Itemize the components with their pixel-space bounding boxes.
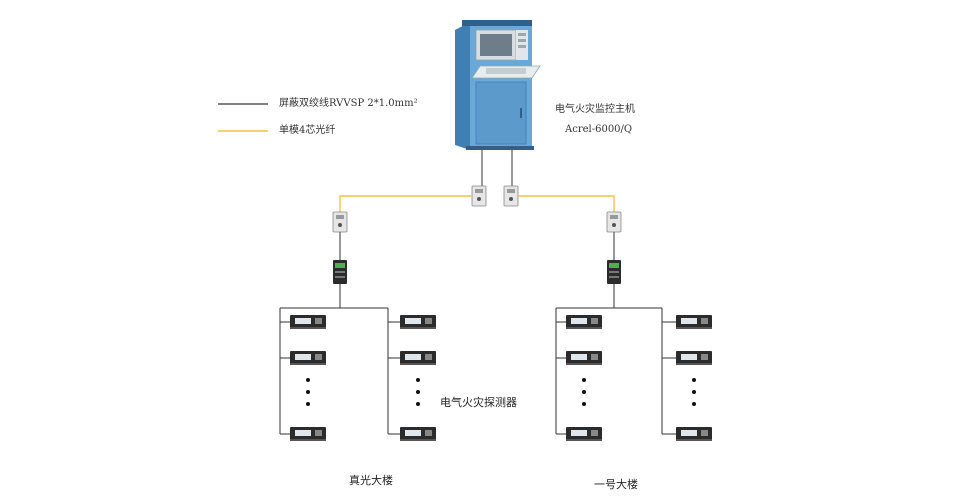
fiber-converter-icon <box>503 185 519 207</box>
ellipsis-dot <box>582 402 586 406</box>
fiber-link-left <box>339 195 472 212</box>
fiber-converter-icon <box>606 211 622 233</box>
fire-detector-icon <box>400 427 436 441</box>
fire-detector-icon <box>566 315 602 329</box>
fire-detector-icon <box>290 427 326 441</box>
ellipsis-dot <box>692 390 696 394</box>
fiber-converter-icon <box>471 185 487 207</box>
bus-wiring-left <box>279 284 400 435</box>
legend-shielded-cable-label: 屏蔽双绞线RVVSP 2*1.0mm² <box>279 98 418 109</box>
ellipsis-dot <box>306 378 310 382</box>
fire-detector-icon <box>400 315 436 329</box>
ellipsis-dot <box>306 402 310 406</box>
building-name-2: 一号大楼 <box>594 478 638 491</box>
host-name: 电气火灾监控主机 <box>555 104 635 115</box>
fiber-link-right <box>518 195 615 212</box>
ellipsis-dot <box>416 402 420 406</box>
fire-detector-icon <box>676 427 712 441</box>
ellipsis-dot <box>692 402 696 406</box>
fire-detector-icon <box>676 351 712 365</box>
fire-detector-icon <box>290 351 326 365</box>
bus-converter-icon <box>607 260 621 284</box>
building-name-1: 真光大楼 <box>349 474 393 487</box>
ellipsis-dot <box>582 390 586 394</box>
fiber-converter-icon <box>332 211 348 233</box>
detector-group <box>290 315 712 441</box>
monitoring-console-icon <box>455 20 541 150</box>
ellipsis-dot <box>306 390 310 394</box>
detector-label: 电气火灾探测器 <box>440 396 517 409</box>
host-model: Acrel-6000/Q <box>565 124 633 135</box>
fire-detector-icon <box>400 351 436 365</box>
ellipsis-dot <box>416 390 420 394</box>
ellipsis-group <box>306 378 696 406</box>
ellipsis-dot <box>416 378 420 382</box>
fire-detector-icon <box>566 427 602 441</box>
fire-detector-icon <box>566 351 602 365</box>
ellipsis-dot <box>582 378 586 382</box>
fire-detector-icon <box>676 315 712 329</box>
fire-detector-icon <box>290 315 326 329</box>
legend-fiber-label: 单模4芯光纤 <box>279 125 336 136</box>
bus-converter-icon <box>333 260 347 284</box>
bus-wiring-right <box>555 284 676 435</box>
ellipsis-dot <box>692 378 696 382</box>
